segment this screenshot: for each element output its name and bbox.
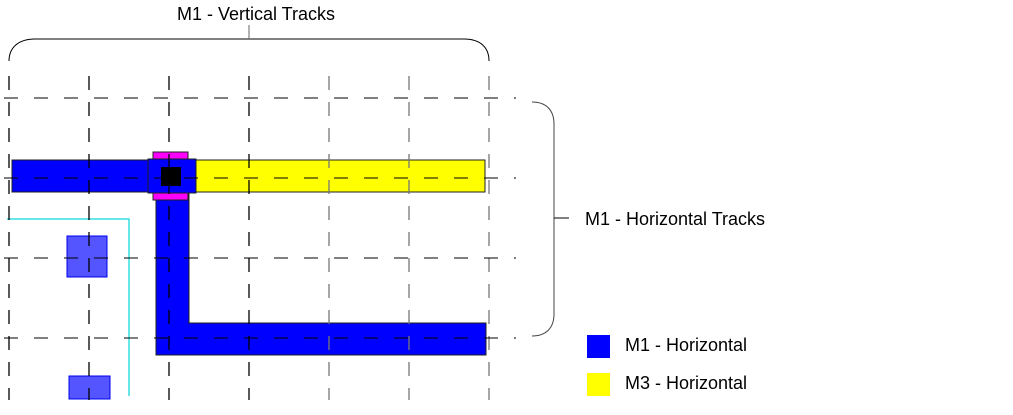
legend-item-m1: M1 - Horizontal [587,335,747,358]
pin-shape [66,235,108,278]
legend-item-m3: M3 - Horizontal [587,373,747,396]
via [147,151,197,201]
via-cut [161,167,181,186]
track-grid-overlay [4,76,516,400]
vertical-tracks-label: M1 - Vertical Tracks [177,4,335,24]
legend-label-m3: M3 - Horizontal [625,373,747,393]
via-landing [147,158,197,194]
legend-swatch-m1 [587,335,610,358]
horizontal-tracks-brace [531,101,555,337]
vertical-tracks-brace [8,38,490,62]
m1-bottom-wire [155,322,487,356]
legend: M1 - Horizontal M3 - Horizontal [587,335,747,396]
m1-horizontal-wire [11,159,150,193]
m3-horizontal-wire [195,159,486,193]
cell-boundary [7,218,130,396]
legend-label-m1: M1 - Horizontal [625,335,747,355]
horizontal-tracks-label: M1 - Horizontal Tracks [585,209,765,229]
legend-swatch-m3 [587,373,610,396]
